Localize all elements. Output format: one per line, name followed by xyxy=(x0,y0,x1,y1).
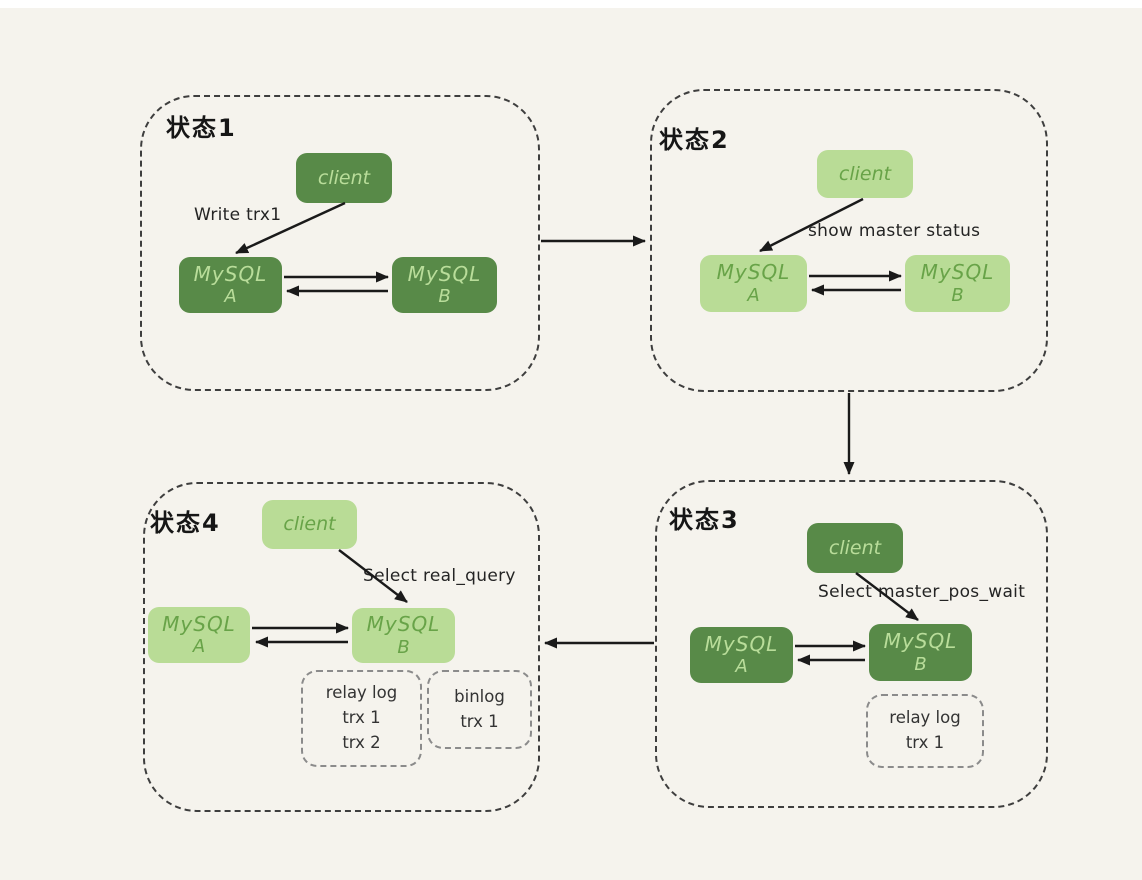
state-2-mysql-a-name: MySQL xyxy=(716,260,791,285)
state-1-container xyxy=(140,95,540,391)
state-1-mysql-b-box: MySQL B xyxy=(392,257,497,313)
binlog-entry: trx 1 xyxy=(460,711,499,731)
state-2-mysql-a-id: A xyxy=(747,284,760,306)
relay-log-entry: trx 2 xyxy=(342,732,381,752)
state-4-container xyxy=(143,482,540,812)
state-4-mysql-b-id: B xyxy=(397,636,410,658)
state-4-action-label: Select real_query xyxy=(363,566,516,586)
state-4-client-box: client xyxy=(262,500,357,549)
state-3-action-label: Select master_pos_wait xyxy=(818,582,1026,602)
state-4-client-label: client xyxy=(283,513,336,536)
state-2-mysql-b-box: MySQL B xyxy=(905,255,1010,312)
state-3-mysql-a-name: MySQL xyxy=(704,631,779,656)
state-3-mysql-a-box: MySQL A xyxy=(690,627,793,683)
state-1-mysql-a-id: A xyxy=(224,286,237,308)
state-3-title: 状态3 xyxy=(669,506,740,534)
state-3-mysql-a-id: A xyxy=(735,656,748,678)
state-4-mysql-b-box: MySQL B xyxy=(352,608,455,663)
state-2-client-label: client xyxy=(838,162,892,185)
state-2-mysql-a-box: MySQL A xyxy=(700,255,807,312)
state-1-mysql-a-name: MySQL xyxy=(193,261,268,286)
state-3-client-label: client xyxy=(828,536,882,559)
relay-log-title: relay log xyxy=(325,683,398,703)
state-3-mysql-b-id: B xyxy=(914,653,927,675)
top-margin-strip xyxy=(0,0,1142,8)
state-2-client-box: client xyxy=(817,150,913,198)
state-3-relay-log-box: relay log trx 1 xyxy=(866,694,984,768)
state-4-binlog-box: binlog trx 1 xyxy=(427,670,532,749)
state-4-mysql-b-name: MySQL xyxy=(366,612,441,637)
state-3-client-box: client xyxy=(807,523,903,573)
state-2-container xyxy=(650,89,1048,392)
state-2-mysql-b-name: MySQL xyxy=(920,260,995,285)
state-2-action-label: show master status xyxy=(808,221,981,241)
state-1-mysql-b-name: MySQL xyxy=(407,261,482,286)
state-4-relay-log-box: relay log trx 1 trx 2 xyxy=(301,670,422,767)
state-2-title: 状态2 xyxy=(659,126,730,154)
state-4-mysql-a-id: A xyxy=(192,636,206,658)
state-3-mysql-b-box: MySQL B xyxy=(869,624,972,681)
state-3-container xyxy=(655,480,1048,808)
state-1-action-label: Write trx1 xyxy=(194,205,282,225)
relay-log-title: relay log xyxy=(889,708,961,728)
state-1-client-label: client xyxy=(317,166,371,189)
state-4-mysql-a-name: MySQL xyxy=(162,611,236,636)
state-1-mysql-a-box: MySQL A xyxy=(179,257,282,313)
state-2-mysql-b-id: B xyxy=(951,284,964,306)
relay-log-entry: trx 1 xyxy=(905,733,945,752)
state-1-mysql-b-id: B xyxy=(438,286,451,308)
state-4-mysql-a-box: MySQL A xyxy=(148,607,250,663)
relay-log-entry: trx 1 xyxy=(342,708,381,728)
state-1-client-box: client xyxy=(296,153,392,203)
state-3-mysql-b-name: MySQL xyxy=(883,629,958,654)
state-1-title: 状态1 xyxy=(166,114,237,142)
state-4-title: 状态4 xyxy=(150,509,221,537)
binlog-title: binlog xyxy=(454,686,505,706)
